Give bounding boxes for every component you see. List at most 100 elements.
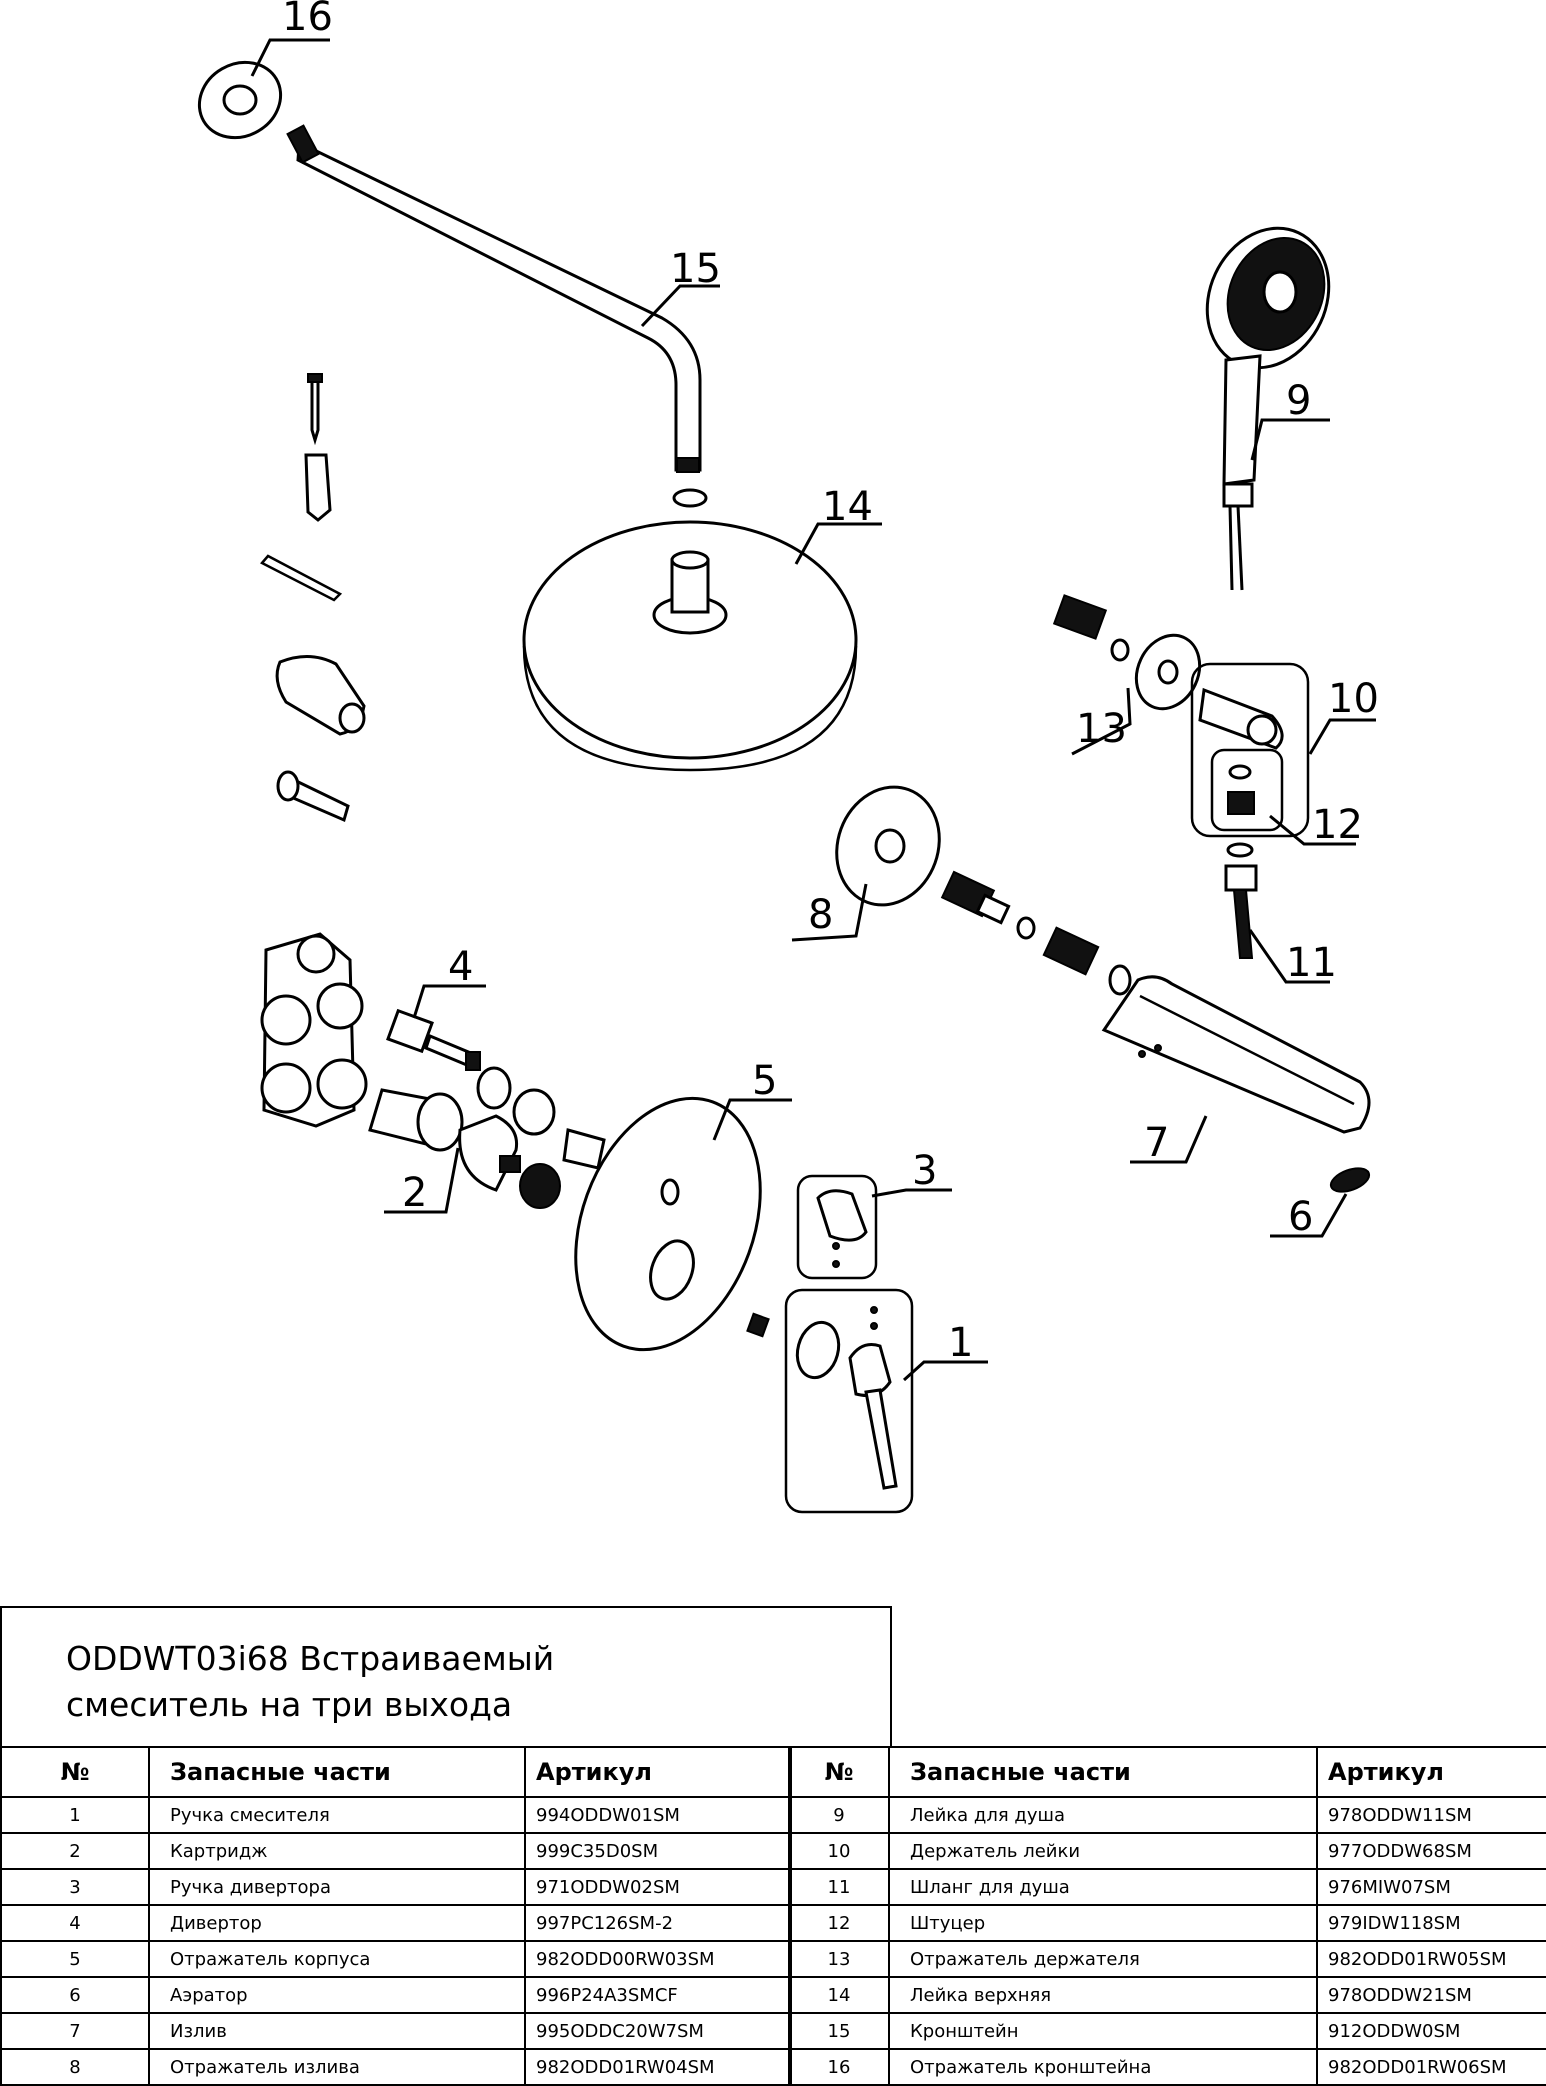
part-11-shower-hose — [1224, 864, 1258, 959]
header-article: Артикул — [1316, 1746, 1546, 1798]
row-part-name: Аэратор — [148, 1976, 526, 2014]
row-part-name: Дивертор — [148, 1904, 526, 1942]
table-header-row: № Запасные части Артикул — [0, 1746, 792, 1798]
row-article: 979IDW118SM — [1316, 1904, 1546, 1942]
part-10-hand-shower-holder — [1190, 662, 1310, 838]
callout-5: 5 — [752, 1058, 777, 1104]
callout-13: 13 — [1076, 706, 1127, 752]
row-number: 2 — [0, 1832, 150, 1870]
part-5-body-flange — [574, 1096, 770, 1352]
row-part-name: Штуцер — [888, 1904, 1318, 1942]
row-article: 982ODD00RW03SM — [524, 1940, 792, 1978]
header-article: Артикул — [524, 1746, 792, 1798]
row-number: 12 — [788, 1904, 890, 1942]
valve-body — [260, 932, 368, 1128]
row-part-name: Отражатель излива — [148, 2048, 526, 2086]
callout-14: 14 — [822, 484, 873, 530]
row-part-name: Держатель лейки — [888, 1832, 1318, 1870]
row-number: 10 — [788, 1832, 890, 1870]
part-15-shower-arm — [286, 124, 708, 508]
callout-3: 3 — [912, 1148, 937, 1194]
row-number: 9 — [788, 1796, 890, 1834]
exploded-parts-diagram: 16 15 9 14 10 12 13 11 8 4 5 2 3 1 7 6 — [197, 0, 1379, 1514]
row-number: 8 — [0, 2048, 150, 2086]
part-1-mixer-handle — [784, 1288, 914, 1514]
row-number: 16 — [788, 2048, 890, 2086]
row-article: 995ODDC20W7SM — [524, 2012, 792, 2050]
part-3-diverter-handle — [796, 1174, 878, 1280]
row-article: 912ODDW0SM — [1316, 2012, 1546, 2050]
spout-connectors — [940, 870, 1132, 996]
mounting-hardware — [260, 373, 366, 823]
row-article: 982ODD01RW06SM — [1316, 2048, 1546, 2086]
callout-6: 6 — [1288, 1194, 1313, 1240]
part-13-holder-flange — [1052, 594, 1202, 711]
row-article: 977ODDW68SM — [1316, 1832, 1546, 1870]
callout-16: 16 — [282, 0, 333, 40]
row-article: 978ODDW11SM — [1316, 1796, 1546, 1834]
product-title: ODDWT03i68 Встраиваемый смеситель на три… — [66, 1636, 554, 1728]
row-number: 6 — [0, 1976, 150, 2014]
title-line-1: ODDWT03i68 Встраиваемый — [66, 1639, 555, 1678]
header-part-name: Запасные части — [888, 1746, 1318, 1798]
row-part-name: Лейка для душа — [888, 1796, 1318, 1834]
row-part-name: Шланг для душа — [888, 1868, 1318, 1906]
row-number: 15 — [788, 2012, 890, 2050]
part-16-bracket-flange — [197, 60, 283, 140]
row-part-name: Ручка дивертора — [148, 1868, 526, 1906]
title-block: ODDWT03i68 Встраиваемый смеситель на три… — [0, 1606, 892, 1746]
row-part-name: Лейка верхняя — [888, 1976, 1318, 2014]
callout-numbers: 16 15 9 14 10 12 13 11 8 4 5 2 3 1 7 6 — [282, 0, 1379, 1366]
part-2-cartridge — [368, 1066, 606, 1209]
callout-8: 8 — [808, 892, 833, 938]
callout-2: 2 — [402, 1170, 427, 1216]
row-article: 997PC126SM-2 — [524, 1904, 792, 1942]
row-part-name: Ручка смесителя — [148, 1796, 526, 1834]
row-part-name: Картридж — [148, 1832, 526, 1870]
row-article: 999C35D0SM — [524, 1832, 792, 1870]
callout-12: 12 — [1312, 802, 1363, 848]
title-line-2: смеситель на три выхода — [66, 1685, 513, 1724]
row-part-name: Отражатель корпуса — [148, 1940, 526, 1978]
row-article: 976MIW07SM — [1316, 1868, 1546, 1906]
header-number: № — [0, 1746, 150, 1798]
callout-leaders — [250, 38, 1376, 1382]
row-article: 971ODDW02SM — [524, 1868, 792, 1906]
callout-9: 9 — [1286, 378, 1311, 424]
part-9-hand-shower — [1205, 226, 1331, 591]
part-4-diverter — [386, 1008, 481, 1071]
table-header-row: № Запасные части Артикул — [788, 1746, 1546, 1798]
row-article: 982ODD01RW05SM — [1316, 1940, 1546, 1978]
row-part-name: Отражатель держателя — [888, 1940, 1318, 1978]
part-12-connector — [1210, 748, 1284, 858]
header-number: № — [788, 1746, 890, 1798]
row-article: 982ODD01RW04SM — [524, 2048, 792, 2086]
row-number: 5 — [0, 1940, 150, 1978]
callout-15: 15 — [670, 246, 721, 292]
row-article: 996P24A3SMCF — [524, 1976, 792, 2014]
callout-10: 10 — [1328, 676, 1379, 722]
row-article: 978ODDW21SM — [1316, 1976, 1546, 2014]
row-part-name: Отражатель кронштейна — [888, 2048, 1318, 2086]
callout-1: 1 — [948, 1320, 973, 1366]
callout-4: 4 — [448, 944, 473, 990]
row-number: 1 — [0, 1796, 150, 1834]
part-14-rain-shower-head — [522, 520, 858, 772]
part-7-spout — [1101, 975, 1371, 1134]
row-number: 13 — [788, 1940, 890, 1978]
